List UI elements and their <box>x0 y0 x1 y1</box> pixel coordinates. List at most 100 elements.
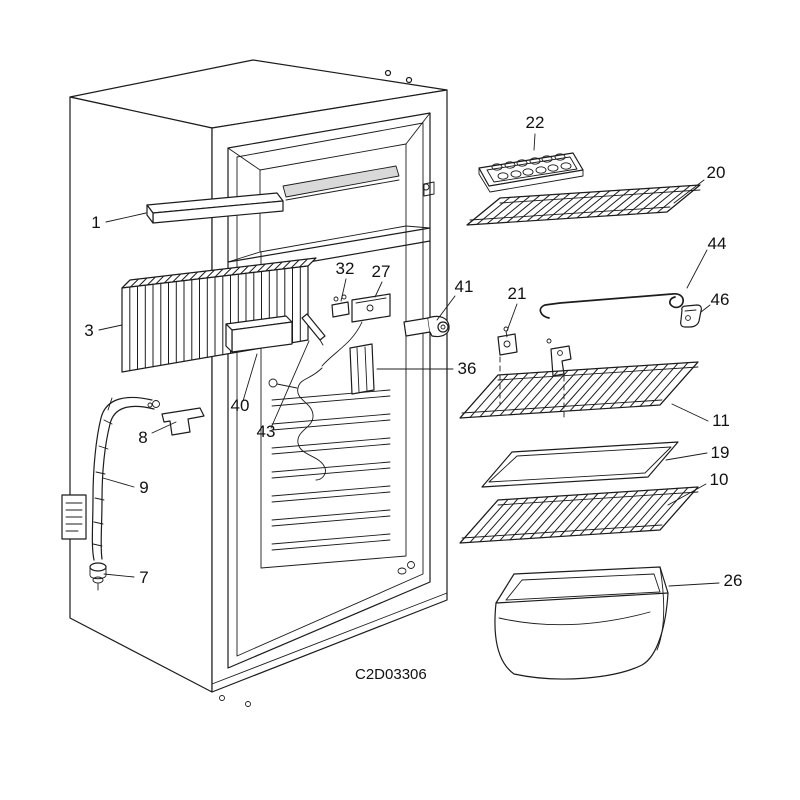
rod-wire <box>539 293 684 319</box>
part-label-20: 20 <box>707 163 726 182</box>
part-label-11: 11 <box>712 411 730 430</box>
leader-line-7 <box>103 573 135 578</box>
leader-line-8 <box>151 421 177 434</box>
leader-line-11 <box>671 403 709 422</box>
part-41-thermostat-housing <box>403 315 450 338</box>
part-32-switch <box>331 294 350 318</box>
part-label-19: 19 <box>711 443 730 462</box>
tube-coil <box>297 367 326 481</box>
refrigerator-cabinet <box>69 59 448 707</box>
clip-body <box>680 304 702 328</box>
glass-shelf-inner <box>488 446 672 483</box>
control-box-wire <box>321 321 363 367</box>
lamp-cover-body <box>349 343 375 395</box>
part-26-crisper-bin <box>494 566 669 680</box>
probe-body <box>301 313 326 341</box>
foot-screw <box>245 701 251 707</box>
part-1-freezer-tray <box>146 192 284 224</box>
part-label-8: 8 <box>138 428 147 447</box>
thermo-part-a <box>497 333 518 356</box>
fridge-back-wall <box>260 225 407 575</box>
top-vent-hole <box>384 69 392 77</box>
freezer-shelf-bar <box>282 165 400 198</box>
part-label-7: 7 <box>139 568 148 587</box>
hose-outer <box>91 396 153 561</box>
ice-cell <box>497 172 509 180</box>
part-7-hose-end-fitting <box>89 562 107 591</box>
lamp-cover-ribs <box>356 346 368 393</box>
leader-line-44 <box>686 249 708 289</box>
thermo-screw-shaft <box>505 330 508 338</box>
part-40-evaporator-cover <box>225 315 293 353</box>
part-label-1: 1 <box>91 213 100 232</box>
part-9-drain-hose <box>91 396 160 561</box>
cover-side <box>225 323 233 353</box>
ice-cell <box>547 164 559 172</box>
part-27-control-box <box>321 293 391 367</box>
freezer-depth-lines <box>227 112 431 263</box>
leader-line-41 <box>436 295 456 321</box>
part-10-wire-shelf-lower <box>459 486 699 544</box>
part-label-9: 9 <box>139 478 148 497</box>
leader-line-26 <box>668 582 720 587</box>
part-label-22: 22 <box>526 113 545 132</box>
leader-line-40 <box>242 353 258 402</box>
part-20-wire-shelf-top <box>466 184 701 226</box>
bin-body <box>494 592 669 680</box>
part-label-10: 10 <box>710 470 729 489</box>
wire-lines <box>466 184 701 226</box>
leader-line-43 <box>270 340 310 429</box>
shelf-inner-rails <box>461 491 699 539</box>
ice-cell <box>541 155 553 163</box>
switch-body <box>331 301 350 318</box>
ice-cell <box>522 168 534 176</box>
leader-line-21 <box>506 303 518 332</box>
leader-line-10 <box>667 483 707 506</box>
leader-line-9 <box>102 477 135 488</box>
probe-tip <box>319 339 324 346</box>
part-label-21: 21 <box>508 284 527 303</box>
frame-screw <box>407 561 415 569</box>
leader-lines <box>98 133 720 587</box>
ice-cell <box>510 170 522 178</box>
diagram-code: C2D03306 <box>355 666 427 683</box>
part-label-43: 43 <box>257 422 276 441</box>
leader-line-46 <box>700 304 711 313</box>
part-19-glass-shelf <box>481 441 679 488</box>
spec-label-lines <box>65 502 83 532</box>
hose-inner <box>100 405 155 560</box>
thermo-screw <box>546 338 552 344</box>
leader-line-3 <box>98 324 123 331</box>
leader-line-32 <box>340 278 347 302</box>
part-labels: 1 3 8 9 7 40 43 32 27 41 36 22 20 44 46 … <box>84 113 742 683</box>
ice-cell <box>560 162 572 170</box>
part-21-thermostat-parts <box>497 326 572 377</box>
ice-cell <box>516 159 528 167</box>
tray-end <box>146 204 154 224</box>
leader-line-19 <box>665 452 708 461</box>
bin-crease <box>498 611 651 626</box>
cabinet-bottom-edge <box>211 592 448 685</box>
drain-hole <box>397 567 407 575</box>
part-label-46: 46 <box>711 290 730 309</box>
part-label-36: 36 <box>458 359 477 378</box>
spec-label <box>61 494 87 540</box>
part-label-32: 32 <box>336 259 355 278</box>
switch-screw <box>333 296 339 302</box>
part-label-41: 41 <box>455 277 474 296</box>
grommet-link <box>276 383 298 389</box>
hose-fitting <box>152 400 160 408</box>
thermo-part-b-hole <box>557 350 563 356</box>
part-11-wire-shelf-middle <box>459 361 699 419</box>
bin-rim-inner <box>505 573 661 601</box>
ice-cell <box>491 163 503 171</box>
capillary-tube <box>268 367 326 481</box>
freezer-shelf-line <box>285 179 400 201</box>
fitting-flange <box>89 562 107 572</box>
clip-hole <box>685 315 691 321</box>
part-label-26: 26 <box>724 571 743 590</box>
part-22-ice-cube-tray <box>478 152 584 193</box>
fitting-body <box>89 566 107 580</box>
leader-line-22 <box>533 133 536 151</box>
